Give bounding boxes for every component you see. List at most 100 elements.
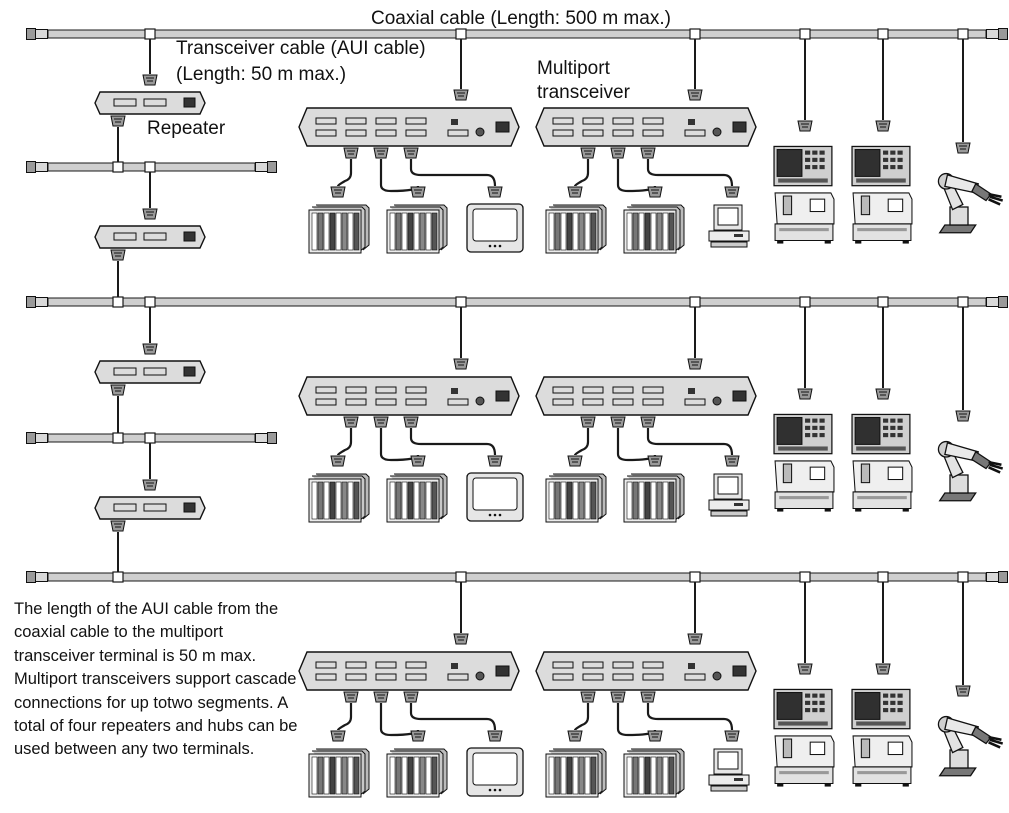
aui-connector-icon (142, 479, 158, 491)
cnc-machine-icon (851, 145, 913, 245)
aui-connector-icon (955, 685, 971, 697)
coax-tap-icon (144, 296, 156, 308)
aui-connector-icon (955, 410, 971, 422)
aui-connector-icon (875, 120, 891, 132)
coax-tap-icon (877, 571, 889, 583)
cnc-machine-icon (851, 688, 913, 788)
aui-connector-icon (567, 455, 583, 467)
aui-connector-icon (330, 455, 346, 467)
aui-connector-icon (610, 147, 626, 159)
desktop-pc-icon (708, 748, 750, 792)
coax-tap-icon (112, 161, 124, 173)
coaxial-cable (47, 572, 987, 582)
coax-tap-icon (689, 296, 701, 308)
coax-terminator-icon (26, 28, 48, 40)
plc-rack-icon (308, 473, 370, 523)
aui-cable (379, 159, 420, 193)
plc-rack-icon (623, 204, 685, 254)
coax-tap-icon (957, 296, 969, 308)
aui-connector-icon (687, 89, 703, 101)
aui-connector-icon (142, 74, 158, 86)
aui-connector-icon (343, 147, 359, 159)
aui-connector-icon (410, 455, 426, 467)
plc-rack-icon (308, 748, 370, 798)
cnc-machine-icon (773, 688, 835, 788)
plc-rack-icon (545, 204, 607, 254)
coax-tap-icon (144, 432, 156, 444)
coax-tap-icon (799, 571, 811, 583)
aui-connector-icon (647, 186, 663, 198)
aui-cable (573, 703, 590, 731)
desktop-pc-icon (708, 204, 750, 248)
aui-connector-icon (487, 186, 503, 198)
coax-terminator-icon (255, 432, 277, 444)
coax-tap-icon (144, 28, 156, 40)
aui-connector-icon (647, 730, 663, 742)
coax-tap-icon (877, 28, 889, 40)
aui-connector-icon (487, 730, 503, 742)
aui-cable (409, 703, 497, 731)
aui-connector-icon (580, 147, 596, 159)
coax-terminator-icon (986, 28, 1008, 40)
aui-connector-icon (373, 691, 389, 703)
aui-connector-icon (142, 343, 158, 355)
multiport-transceiver-icon (535, 107, 757, 147)
aui-connector-icon (687, 633, 703, 645)
coax-terminator-icon (26, 432, 48, 444)
plc-rack-icon (623, 748, 685, 798)
aui-connector-icon (110, 115, 126, 127)
transceiver-cable-length-label: (Length: 50 m max.) (176, 64, 346, 85)
coax-tap-icon (799, 296, 811, 308)
aui-connector-icon (330, 186, 346, 198)
aui-connector-icon (647, 455, 663, 467)
coaxial-cable (47, 297, 987, 307)
cnc-machine-icon (773, 145, 835, 245)
plc-rack-icon (623, 473, 685, 523)
plc-rack-icon (545, 748, 607, 798)
aui-connector-icon (567, 730, 583, 742)
coax-terminator-icon (26, 296, 48, 308)
aui-connector-icon (453, 633, 469, 645)
aui-connector-icon (110, 520, 126, 532)
aui-connector-icon (403, 147, 419, 159)
aui-connector-icon (640, 416, 656, 428)
repeater-icon (94, 225, 206, 249)
coax-tap-icon (957, 28, 969, 40)
aui-cable (336, 428, 353, 456)
coax-tap-icon (799, 28, 811, 40)
plc-rack-icon (386, 748, 448, 798)
robot-arm-icon (937, 172, 1004, 235)
coax-terminator-icon (986, 571, 1008, 583)
aui-connector-icon (580, 691, 596, 703)
aui-connector-icon (567, 186, 583, 198)
plc-rack-icon (386, 204, 448, 254)
coax-tap-icon (455, 28, 467, 40)
multiport-transceiver-icon (535, 651, 757, 691)
crt-monitor-icon (466, 472, 524, 522)
coax-tap-icon (877, 296, 889, 308)
aui-connector-icon (875, 388, 891, 400)
plc-rack-icon (386, 473, 448, 523)
aui-connector-icon (343, 416, 359, 428)
multiport-transceiver-label-line2: transceiver (537, 82, 631, 103)
label-layer: Coaxial cable (Length: 500 m max.) Trans… (147, 8, 671, 139)
robot-arm-icon (937, 715, 1004, 778)
coax-tap-icon (112, 432, 124, 444)
aui-connector-icon (797, 388, 813, 400)
plc-rack-icon (545, 473, 607, 523)
aui-connector-icon (724, 455, 740, 467)
coaxial-cable (47, 29, 987, 39)
multiport-transceiver-icon (298, 107, 520, 147)
coax-terminator-icon (26, 571, 48, 583)
aui-connector-icon (610, 691, 626, 703)
multiport-transceiver-icon (298, 376, 520, 416)
coax-tap-icon (112, 296, 124, 308)
aui-connector-icon (330, 730, 346, 742)
aui-connector-icon (640, 691, 656, 703)
aui-cable (616, 159, 657, 193)
aui-connector-icon (410, 730, 426, 742)
coax-terminator-icon (986, 296, 1008, 308)
aui-cable (646, 703, 734, 731)
aui-connector-icon (724, 730, 740, 742)
